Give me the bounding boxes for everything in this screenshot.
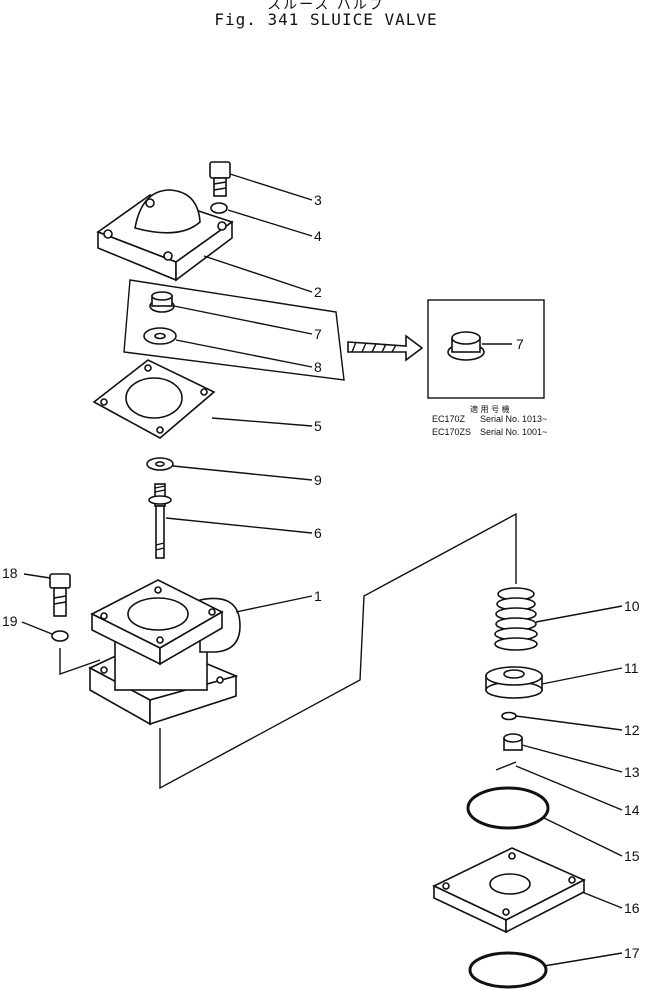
callout-17: 17 <box>624 945 640 961</box>
callout-13: 13 <box>624 764 640 780</box>
part-14-cotter-pin <box>495 761 517 771</box>
part-6-stem <box>148 483 172 559</box>
inset-model-2: EC170ZS <box>432 427 471 437</box>
assembly-line-right <box>159 512 517 790</box>
callout-9: 9 <box>314 472 322 488</box>
inset-model-1: EC170Z <box>432 414 466 424</box>
part-8-washer <box>143 327 177 345</box>
inset-part-7-plug <box>447 331 485 361</box>
callout-3: 3 <box>314 192 322 208</box>
inset-heading: 適 用 号 機 <box>470 404 510 414</box>
leader-lines <box>21 173 623 967</box>
assembly-line-left <box>59 648 101 675</box>
callout-12: 12 <box>624 722 640 738</box>
callout-1: 1 <box>314 588 322 604</box>
part-10-spring <box>494 587 538 651</box>
callout-16: 16 <box>624 900 640 916</box>
part-17-o-ring <box>468 951 548 989</box>
callout-8: 8 <box>314 359 322 375</box>
inset-frame <box>427 299 545 399</box>
part-1-valve-body <box>88 579 241 726</box>
part-18-bolt <box>49 573 71 617</box>
part-11-valve-disc <box>485 666 543 699</box>
inset-serial-2: Serial No. 1001~ <box>480 427 547 437</box>
figure-title-japanese: スルース バルブ <box>267 0 385 13</box>
part-15-o-ring <box>466 786 550 830</box>
callout-7: 7 <box>314 326 322 342</box>
part-4-lock-washer <box>210 202 228 214</box>
inset-serial-1: Serial No. 1013~ <box>480 414 547 424</box>
reference-arrow <box>347 334 424 362</box>
part-9-washer <box>146 457 174 471</box>
callout-15: 15 <box>624 848 640 864</box>
part-7-plug <box>149 291 175 313</box>
inset-callout: 7 <box>516 336 524 352</box>
callout-14: 14 <box>624 802 640 818</box>
part-19-lock-washer <box>51 630 69 642</box>
part-2-cover <box>96 189 234 282</box>
part-16-plate <box>432 847 586 934</box>
callout-11: 11 <box>624 660 639 676</box>
callout-18: 18 <box>2 565 18 581</box>
callout-19: 19 <box>2 613 18 629</box>
callout-10: 10 <box>624 598 640 614</box>
part-3-bolt <box>209 161 231 197</box>
part-5-gasket <box>92 359 216 439</box>
callout-5: 5 <box>314 418 322 434</box>
part-13-nut <box>503 733 523 751</box>
parts-group-frame <box>123 279 345 381</box>
callout-2: 2 <box>314 284 322 300</box>
figure-title: Fig. 341 SLUICE VALVE <box>214 10 438 29</box>
part-12-o-ring <box>501 711 517 721</box>
callout-4: 4 <box>314 228 322 244</box>
callout-6: 6 <box>314 525 322 541</box>
